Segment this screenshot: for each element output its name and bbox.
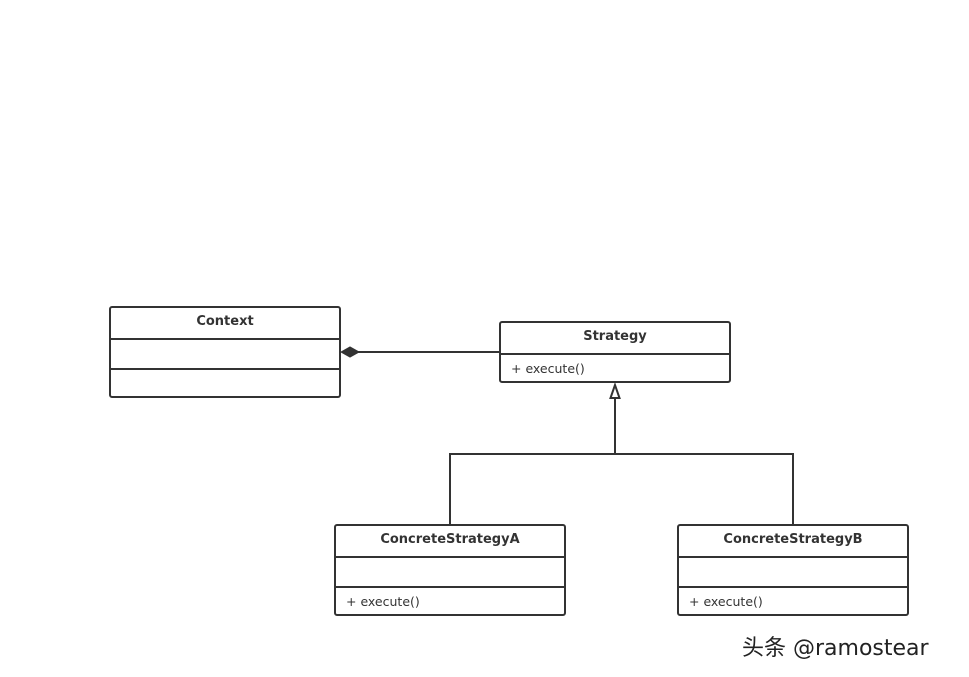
watermark-text: 头条 @ramostear [742,636,929,661]
class-concrete-strategy-a[interactable]: ConcreteStrategyA + execute() [334,524,566,616]
class-strategy-name: Strategy [583,329,647,344]
generalization-arrowhead-icon [609,381,621,399]
composition-diamond-icon [339,346,361,358]
class-context-attributes [111,338,339,368]
class-context[interactable]: Context [109,306,341,398]
class-concrete-strategy-a-name: ConcreteStrategyA [380,532,520,547]
class-concrete-strategy-b[interactable]: ConcreteStrategyB + execute() [677,524,909,616]
class-context-name: Context [196,314,254,329]
class-concrete-strategy-b-name: ConcreteStrategyB [723,532,863,547]
class-concrete-strategy-b-attributes [679,556,907,586]
class-context-operations [111,368,339,398]
class-concrete-strategy-b-operations: + execute() [679,586,907,616]
class-strategy[interactable]: Strategy + execute() [499,321,731,383]
class-strategy-operations: + execute() [501,353,729,383]
class-concrete-strategy-a-operations: + execute() [336,586,564,616]
class-concrete-strategy-a-attributes [336,556,564,586]
